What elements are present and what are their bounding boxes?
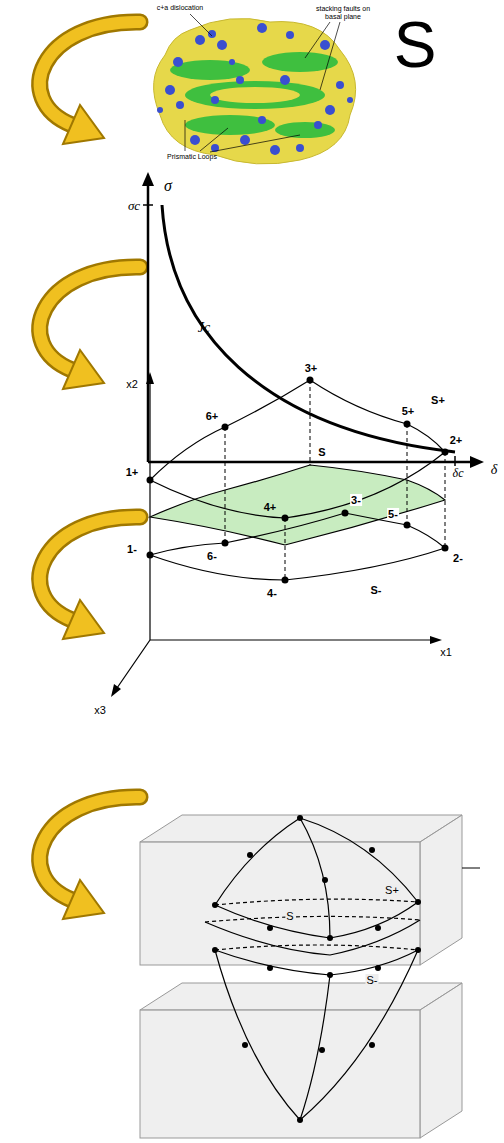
interface-blocks bbox=[140, 815, 480, 1138]
node-number: 5- bbox=[387, 508, 399, 520]
cohesive-element bbox=[111, 372, 449, 697]
node-number: 2- bbox=[452, 552, 464, 564]
node-number: 1+ bbox=[125, 466, 140, 478]
axis-label: σ bbox=[164, 177, 172, 195]
node-number: 1- bbox=[126, 543, 138, 555]
axis-label: x1 bbox=[439, 646, 453, 658]
axis-label: x3 bbox=[93, 704, 107, 716]
axis-tick-label: δc bbox=[453, 467, 464, 480]
axis-label: x2 bbox=[125, 378, 139, 390]
node-number: 3- bbox=[350, 494, 362, 506]
node-number: 6- bbox=[206, 550, 218, 562]
axis-label: δ bbox=[491, 462, 498, 477]
cohesive-law-graph bbox=[142, 172, 484, 468]
image-callout: stacking faults on basal plane bbox=[315, 5, 371, 20]
surface-label: S bbox=[317, 446, 326, 458]
node-number: 4+ bbox=[263, 501, 278, 513]
axis-tick-label: σc bbox=[128, 199, 140, 213]
node-number: 3+ bbox=[304, 362, 319, 374]
surface-label: S+ bbox=[384, 884, 400, 896]
surface-label: S bbox=[285, 910, 294, 922]
image-callout: c+a dislocation bbox=[157, 4, 204, 12]
node-number: 2+ bbox=[449, 434, 464, 446]
node-number: 5+ bbox=[401, 405, 416, 417]
image-callout: Prismatic Loops bbox=[167, 153, 217, 161]
node-number: 6+ bbox=[205, 410, 220, 422]
heading-letter: S bbox=[394, 10, 437, 80]
node-number: 4- bbox=[266, 587, 278, 599]
area-label: Jc bbox=[198, 320, 210, 335]
surface-label: S- bbox=[370, 584, 383, 596]
surface-label: S- bbox=[366, 974, 379, 986]
surface-label: S+ bbox=[430, 394, 446, 406]
atomistic-image bbox=[154, 14, 356, 164]
curved-arrow bbox=[40, 22, 140, 919]
